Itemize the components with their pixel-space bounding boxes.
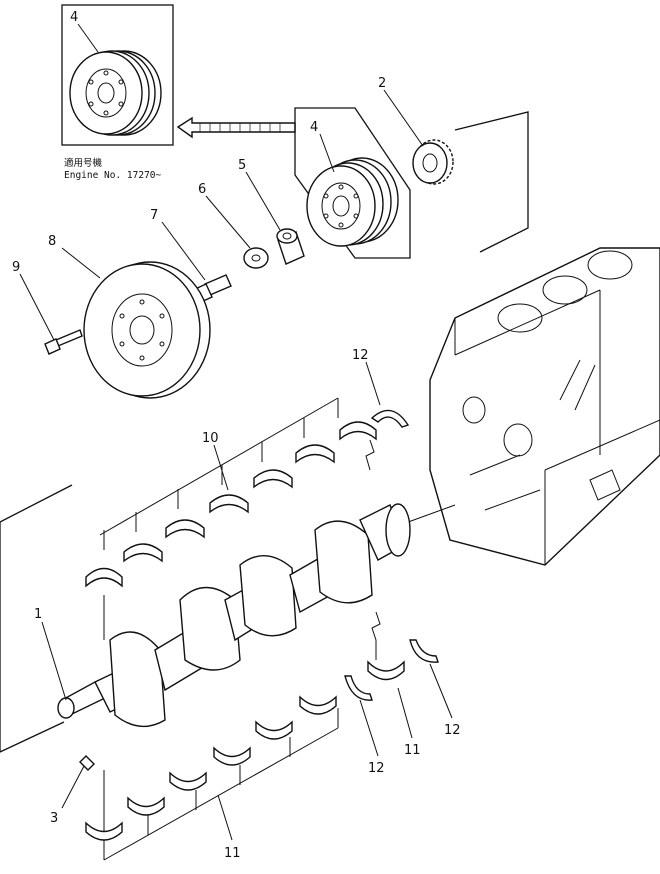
damper-bolt [44, 329, 83, 355]
engine-block [429, 247, 660, 566]
label-part-12-upper: 12 [352, 348, 369, 363]
upper-bearing-shells [85, 421, 377, 588]
label-part-12-lower-a: 12 [368, 761, 385, 776]
lower-bearing-bracket [103, 595, 381, 861]
inset-box [61, 4, 174, 146]
crank-pulley [306, 157, 399, 247]
label-part-4: 4 [310, 120, 318, 135]
spacer [276, 228, 305, 265]
crank-gear [412, 139, 454, 185]
label-part-11-right: 11 [404, 743, 421, 758]
label-part-4-inset: 4 [70, 10, 78, 25]
label-part-3: 3 [50, 811, 58, 826]
label-part-12-lower-b: 12 [444, 723, 461, 738]
upper-bearing-bracket [99, 397, 375, 550]
leader-lines [19, 23, 453, 841]
label-part-2: 2 [378, 76, 386, 91]
crankshaft [57, 503, 411, 728]
dowel-pin [79, 755, 95, 771]
thrust-washer-upper [370, 409, 410, 428]
label-part-10: 10 [202, 431, 219, 446]
left-bracket [0, 484, 73, 753]
engine-note-line1: 適用号機 [64, 157, 103, 169]
label-part-5: 5 [238, 158, 246, 173]
reference-arrow [176, 116, 296, 139]
label-part-6: 6 [198, 182, 206, 197]
label-part-8: 8 [48, 234, 56, 249]
washer [243, 247, 269, 269]
vibration-damper [83, 261, 211, 399]
pulley-frame [294, 107, 411, 259]
lower-bearing-shells [85, 660, 405, 841]
gear-bracket [454, 111, 529, 253]
thrust-washer-lower-b [409, 639, 439, 663]
thrust-washer-lower-a [344, 675, 373, 701]
label-part-1: 1 [34, 607, 42, 622]
label-part-7: 7 [150, 208, 158, 223]
inset-pulley [69, 50, 162, 136]
label-part-9: 9 [12, 260, 20, 275]
label-part-11-bottom: 11 [224, 846, 241, 861]
engine-note-line2: Engine No. 17270~ [64, 170, 162, 181]
